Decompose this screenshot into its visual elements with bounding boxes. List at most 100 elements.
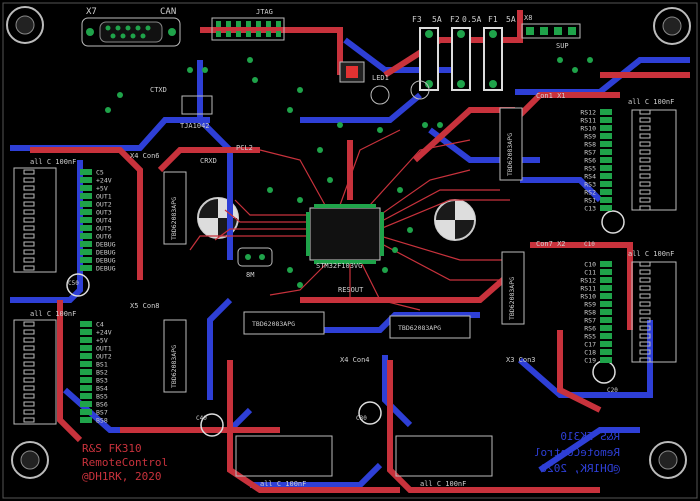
con8-label: X5 Con8 <box>130 302 160 310</box>
cap-outline <box>639 285 651 291</box>
can-transceiver: TJA1042 CTXD CRXD PCL2 <box>150 86 253 165</box>
pin-pad <box>600 349 612 355</box>
pin-pad <box>600 261 612 267</box>
resout-label: RESOUT <box>338 286 364 294</box>
pin-pad <box>80 393 92 399</box>
cap-outline <box>639 197 651 203</box>
f2-value: 0.5A <box>462 15 481 24</box>
pin-label: RS11 <box>580 285 596 293</box>
pin-label: C10 <box>584 261 596 269</box>
right-top-connector: RS12RS11RS10RS9RS8RS7RS6RS5RS4RS3RS2RS1C… <box>580 109 651 213</box>
pin-pad <box>600 157 612 163</box>
terminal-left-bot <box>13 319 57 425</box>
pin-label: BS2 <box>96 369 108 377</box>
driver-chip-left-top: TBD62083APG <box>163 171 187 245</box>
pin-pad <box>600 309 612 315</box>
mounting-hole-tr <box>653 7 691 45</box>
pin-label: BS1 <box>96 361 108 369</box>
cap-outline <box>23 417 35 423</box>
pin-label: RS12 <box>580 277 596 285</box>
cap-outline <box>639 301 651 307</box>
cap-outline <box>23 369 35 375</box>
pin-label: RS4 <box>584 173 596 181</box>
chip-left-bot-label: TBD62083APG <box>170 345 178 388</box>
pin-label: OUT4 <box>96 217 112 225</box>
mounting-hole-br <box>649 441 687 479</box>
cap-outline <box>639 349 651 355</box>
cap-outline <box>639 269 651 275</box>
fuse-block: F3 5A F2 0.5A F1 5A <box>412 15 516 91</box>
pin-pad <box>600 197 612 203</box>
con4-label: X4 Con4 <box>340 356 370 364</box>
pin-pad <box>80 361 92 367</box>
pin-label: OUT1 <box>96 193 112 201</box>
cap-outline <box>639 341 651 347</box>
all-c-right1: all C 100nF <box>628 98 674 106</box>
pin-label: +24V <box>96 177 112 185</box>
cap-outline <box>23 377 35 383</box>
mirror-line3: @DH1RK, 2020 <box>541 462 620 475</box>
pin-label: RS9 <box>584 301 596 309</box>
pin-label: BS3 <box>96 377 108 385</box>
cap-outline <box>23 329 35 335</box>
pin-label: RS2 <box>584 189 596 197</box>
sup-connector: X8 SUP <box>521 14 581 50</box>
pin-pad <box>600 317 612 323</box>
cap-outline <box>23 193 35 199</box>
pin-pad <box>80 185 92 191</box>
pin-label: OUT3 <box>96 209 112 217</box>
cap-outline <box>639 157 651 163</box>
pin-label: +5V <box>96 185 108 193</box>
tja-label: TJA1042 <box>180 122 210 130</box>
pin-label: RS6 <box>584 325 596 333</box>
all-c-left1: all C 100nF <box>30 158 76 166</box>
pin-label: OUT1 <box>96 345 112 353</box>
cap-outline <box>23 393 35 399</box>
cap-outline <box>23 225 35 231</box>
pin-pad <box>80 329 92 335</box>
pin-label: C19 <box>584 357 596 365</box>
cap-outline <box>23 353 35 359</box>
pin-label: RS10 <box>580 293 596 301</box>
pin-pad <box>600 333 612 339</box>
pin-label: OUT2 <box>96 201 112 209</box>
cap-outline <box>639 293 651 299</box>
driver-chip-right-bot: TBD62083APG <box>501 251 525 325</box>
cap-outline <box>639 125 651 131</box>
all-c-bot1: all C 100nF <box>260 480 306 488</box>
chip-left-top-label: TBD62083APG <box>170 197 178 240</box>
jtag-label: JTAG <box>256 8 273 16</box>
pin-label: RS6 <box>584 157 596 165</box>
pin-pad <box>80 353 92 359</box>
pin-label: RS8 <box>584 309 596 317</box>
terminal-bottom-right <box>395 435 493 477</box>
pin-pad <box>80 169 92 175</box>
pin-label: RS11 <box>580 117 596 125</box>
chip-mid1-label: TBD62083APG <box>252 320 295 328</box>
chip-mid2-label: TBD62083APG <box>398 324 441 332</box>
pin-pad <box>80 377 92 383</box>
cap-outline <box>639 309 651 315</box>
cap-outline <box>23 385 35 391</box>
pin-pad <box>80 233 92 239</box>
pin-label: C13 <box>584 205 596 213</box>
cap-outline <box>23 257 35 263</box>
title-line1: R&S FK310 <box>82 442 142 455</box>
cap-outline <box>23 321 35 327</box>
pin-pad <box>600 293 612 299</box>
pin-label: RS5 <box>584 333 596 341</box>
pin-label: RS1 <box>584 197 596 205</box>
pin-pad <box>80 321 92 327</box>
pin-label: DEBUG <box>96 257 116 265</box>
pin-label: RS3 <box>584 181 596 189</box>
right-bot-connector: C10C11RS12RS11RS10RS9RS8RS7RS6RS5C17C18C… <box>580 261 651 365</box>
all-c-right2: all C 100nF <box>628 250 674 258</box>
vias <box>105 57 593 288</box>
pin-label: DEBUG <box>96 241 116 249</box>
cap-outline <box>639 117 651 123</box>
mirrored-title-block: R&S FK310 RemoteControl @DH1RK, 2020 <box>534 430 620 475</box>
pin-pad <box>80 217 92 223</box>
pin-label: RS7 <box>584 317 596 325</box>
pin-pad <box>80 369 92 375</box>
